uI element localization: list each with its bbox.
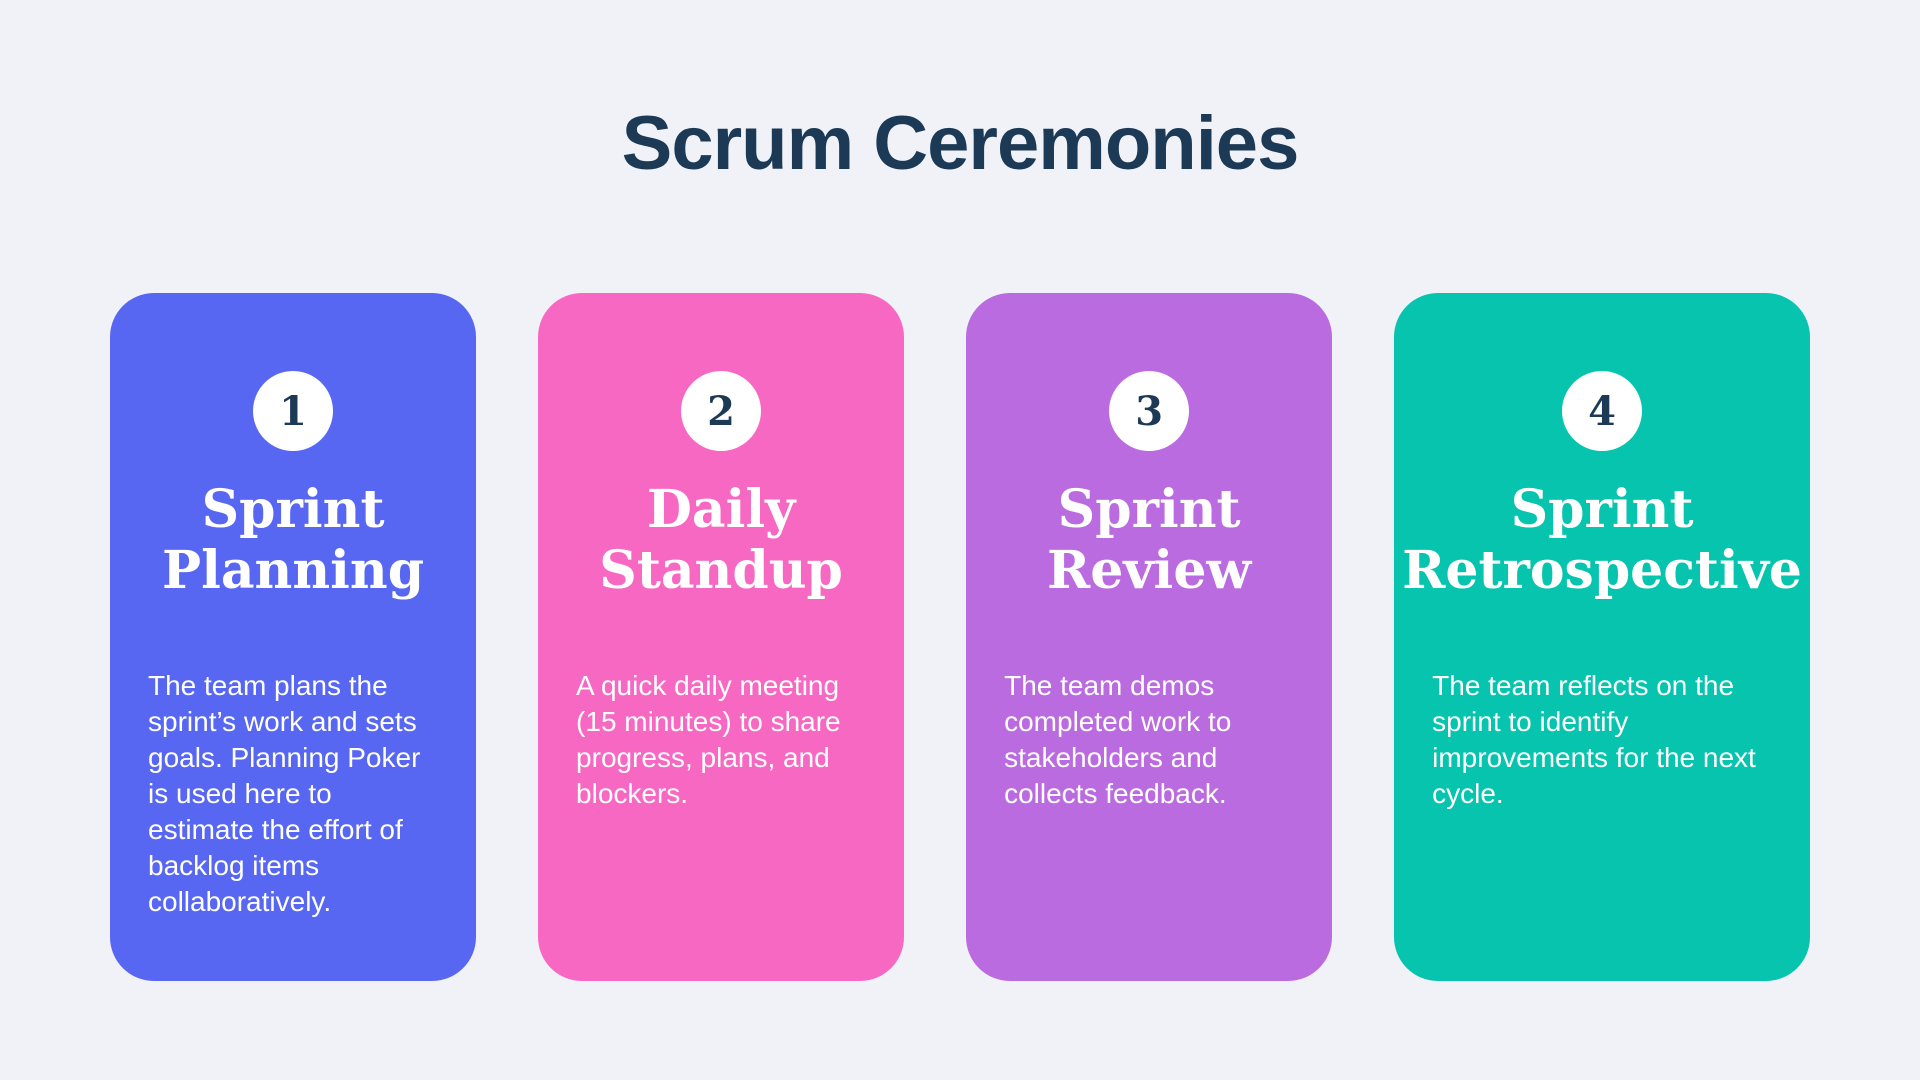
card-description: A quick daily meeting (15 minutes) to sh…	[576, 669, 841, 809]
step-number: 4	[1588, 387, 1616, 435]
step-number-badge: 1	[253, 371, 334, 451]
step-number: 1	[279, 387, 307, 435]
card-description: The team reflects on the sprint to ident…	[1432, 669, 1756, 809]
step-number-badge: 4	[1562, 371, 1643, 451]
card-sprint-review: 3 Sprint Review The team demos completed…	[966, 293, 1333, 981]
card-description: The team plans the sprint’s work and set…	[148, 669, 421, 917]
card-sprint-retrospective: 4 Sprint Retrospective The team reflects…	[1394, 293, 1810, 981]
card-daily-standup: 2 Daily Standup A quick daily meeting (1…	[538, 293, 905, 981]
card-description: The team demos completed work to stakeho…	[1004, 669, 1232, 809]
card-title: Sprint Planning	[161, 479, 425, 602]
page-title: Scrum Ceremonies	[621, 101, 1300, 186]
card-title: Sprint Retrospective	[1402, 479, 1802, 602]
card-title: Sprint Review	[1047, 479, 1252, 602]
step-number: 3	[1135, 387, 1164, 435]
step-number-badge: 2	[681, 371, 762, 451]
card-title: Daily Standup	[599, 479, 843, 602]
step-number-badge: 3	[1109, 371, 1190, 451]
step-number: 2	[707, 387, 735, 435]
ceremony-cards-row: 1 Sprint Planning The team plans the spr…	[110, 293, 1810, 981]
card-sprint-planning: 1 Sprint Planning The team plans the spr…	[110, 293, 477, 981]
